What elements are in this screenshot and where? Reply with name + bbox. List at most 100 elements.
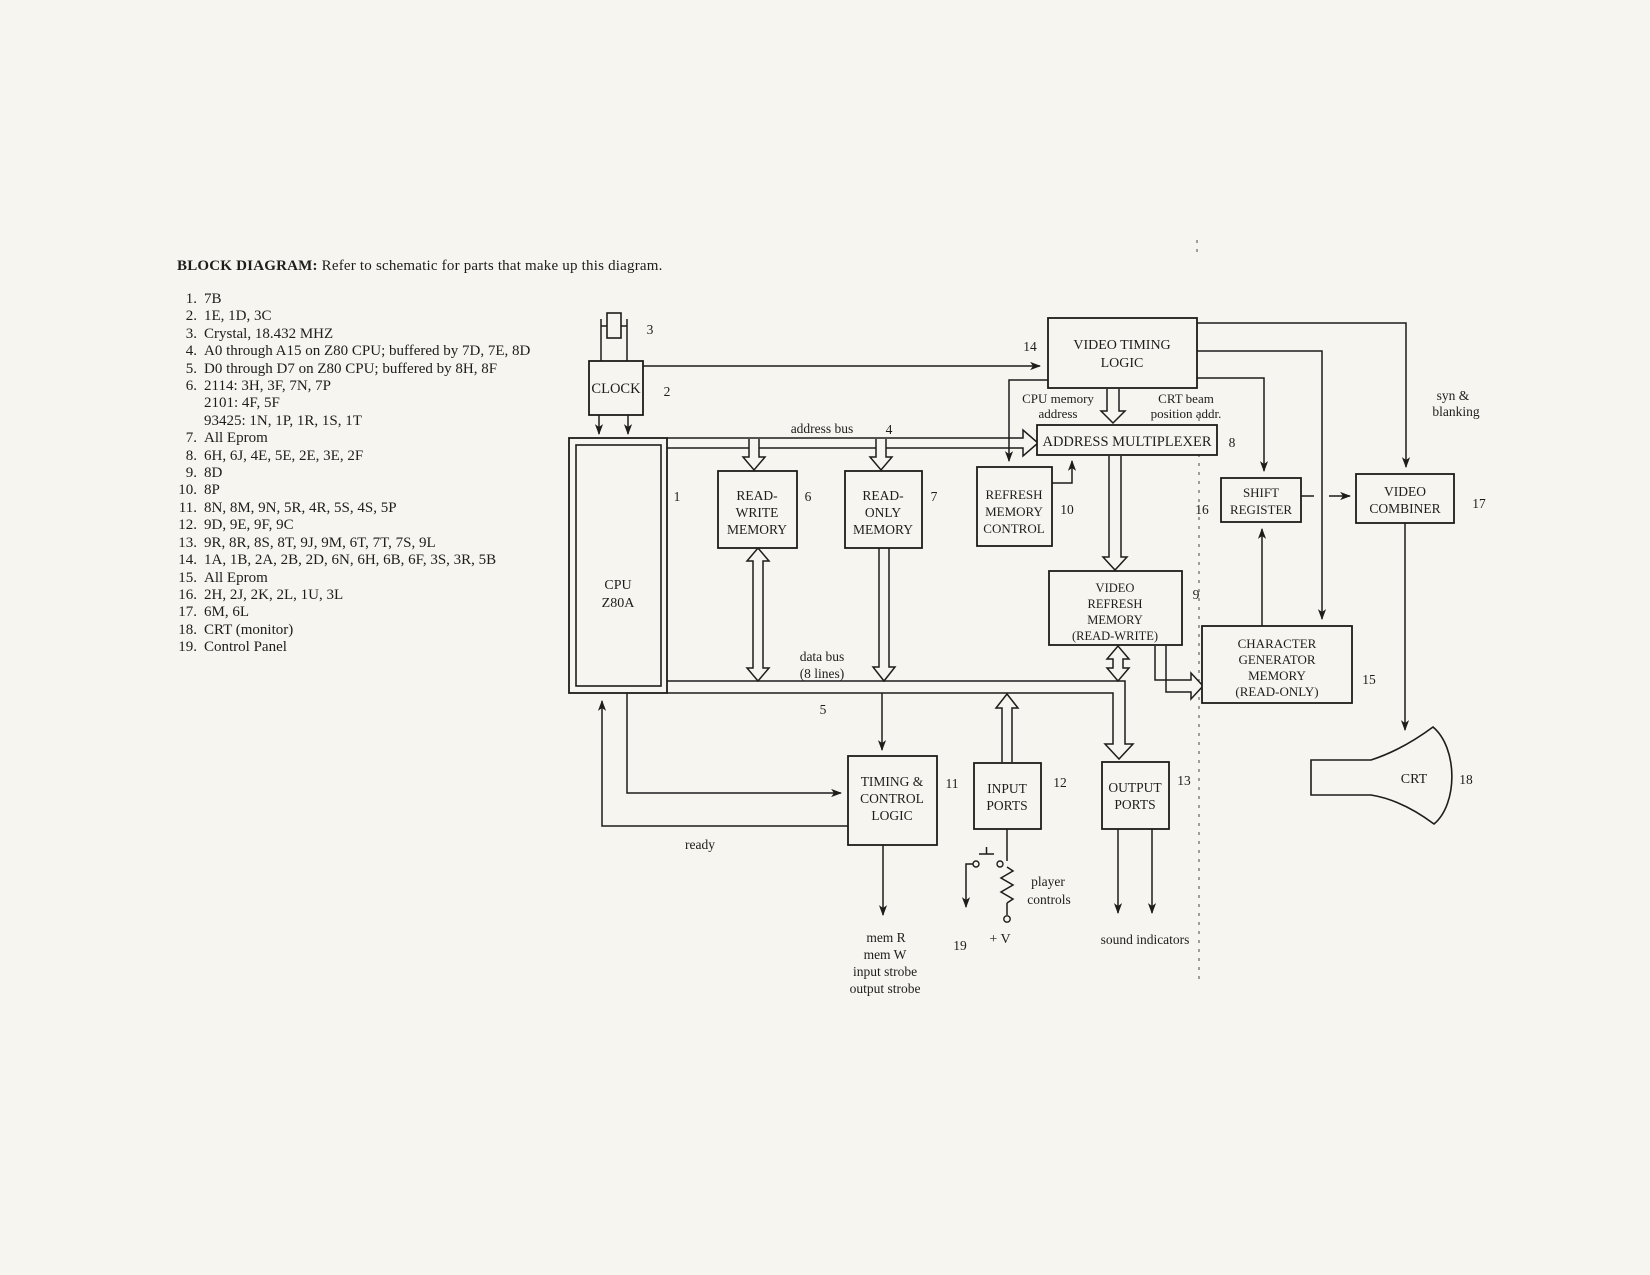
address-bus-to-read-write-memory-arrow	[741, 439, 767, 472]
voltage-terminal	[1003, 915, 1011, 923]
list-item: 6.2114: 3H, 3F, 7N, 7P	[185, 378, 332, 395]
video-timing-to-address-multiplexer-arrow	[1099, 389, 1127, 425]
list-item: 2.1E, 1D, 3C	[185, 308, 272, 325]
parts-list: 1.7B 2.1E, 1D, 3C 3.Crystal, 18.432 MHZ …	[160, 291, 530, 657]
cpu-block: CPU Z80A 1	[568, 437, 680, 694]
input-strobe-label: input strobe	[853, 964, 917, 979]
svg-text:CONTROL: CONTROL	[983, 521, 1044, 536]
address-bus-ref: 4	[886, 422, 893, 437]
character-generator-memory-block: CHARACTER GENERATOR MEMORY (READ-ONLY) 1…	[1201, 625, 1376, 704]
read-only-memory-to-data-bus-arrow	[871, 548, 897, 683]
switch-contact-left	[972, 860, 980, 868]
address-multiplexer-block: ADDRESS MULTIPLEXER 8	[1036, 424, 1236, 456]
crystal-block: 3	[600, 312, 654, 361]
list-item: 3.Crystal, 18.432 MHZ	[185, 325, 334, 342]
svg-text:GENERATOR: GENERATOR	[1238, 652, 1315, 667]
read-only-memory-box	[844, 470, 923, 549]
svg-text:7: 7	[931, 489, 938, 504]
svg-text:12: 12	[1053, 775, 1067, 790]
clock-block: CLOCK 2	[588, 360, 671, 416]
crystal-leads	[600, 319, 628, 361]
read-write-memory-block: READ- WRITE MEMORY 6	[717, 470, 812, 549]
data-bus-ref: 5	[820, 702, 827, 717]
data-bus-and-output-ports-arrow	[667, 680, 1135, 761]
list-item: 13.9R, 8R, 8S, 8T, 9J, 9M, 6T, 7T, 7S, 9…	[178, 534, 436, 551]
svg-text:2: 2	[664, 384, 671, 399]
list-item: 16.2H, 2J, 2K, 2L, 1U, 3L	[178, 586, 344, 603]
shift-register-box	[1220, 477, 1302, 523]
svg-text:9: 9	[1193, 587, 1200, 602]
list-item: 1.7B	[185, 291, 222, 307]
video-refresh-memory-block: VIDEO REFRESH MEMORY (READ-WRITE) 9	[1048, 570, 1200, 646]
svg-text:INPUT: INPUT	[987, 781, 1028, 796]
cpu-outer-box	[568, 437, 668, 694]
address-bus-to-read-only-memory-arrow	[868, 439, 894, 472]
syn-blanking-label-2: blanking	[1432, 404, 1479, 419]
data-bus-label: data bus	[800, 649, 845, 664]
svg-text:WRITE: WRITE	[736, 505, 779, 520]
svg-text:(READ-WRITE): (READ-WRITE)	[1072, 629, 1158, 643]
svg-text:3: 3	[647, 322, 654, 337]
svg-text:ADDRESS MULTIPLEXER: ADDRESS MULTIPLEXER	[1042, 434, 1211, 450]
mem-w-label: mem W	[864, 947, 907, 962]
list-item: 2101: 4F, 5F	[204, 395, 280, 412]
svg-text:11: 11	[946, 776, 959, 791]
svg-text:(READ-ONLY): (READ-ONLY)	[1235, 684, 1318, 699]
list-item: 10.8P	[178, 482, 220, 499]
list-item: 9.8D	[185, 465, 223, 482]
svg-text:REGISTER: REGISTER	[1230, 502, 1292, 517]
ready-label: ready	[685, 837, 715, 852]
video-timing-to-shift-register-line	[1197, 377, 1269, 473]
svg-text:REFRESH: REFRESH	[985, 487, 1042, 502]
cpu-memory-address-label-2: address	[1039, 406, 1078, 421]
cpu-inner-box	[575, 444, 662, 687]
svg-text:VIDEO TIMING: VIDEO TIMING	[1073, 338, 1170, 353]
control-panel-lead-line	[961, 863, 973, 909]
timing-control-logic-block: TIMING & CONTROL LOGIC 11	[847, 755, 959, 846]
svg-text:MEMORY: MEMORY	[1248, 668, 1306, 683]
video-combiner-block: VIDEO COMBINER 17	[1355, 473, 1486, 524]
crt-block: CRT 18	[1310, 725, 1473, 826]
video-refresh-memory-to-character-generator-arrow	[1154, 646, 1205, 701]
svg-text:MEMORY: MEMORY	[853, 522, 913, 537]
video-timing-logic-box	[1047, 317, 1198, 389]
svg-text:Z80A: Z80A	[602, 596, 636, 611]
svg-text:CRT: CRT	[1401, 772, 1428, 787]
switch-contact-right	[996, 860, 1004, 868]
ready-line	[597, 699, 848, 827]
svg-text:MEMORY: MEMORY	[985, 504, 1043, 519]
player-controls-label-1: player	[1031, 874, 1065, 889]
clock-box	[588, 360, 644, 416]
read-write-memory-data-bus-arrow	[745, 546, 771, 683]
output-strobe-label: output strobe	[850, 981, 921, 996]
switch-actuator	[979, 847, 994, 855]
svg-text:TIMING &: TIMING &	[861, 774, 924, 789]
list-item: 8.6H, 6J, 4E, 5E, 2E, 3E, 2F	[185, 447, 364, 464]
svg-text:MEMORY: MEMORY	[727, 522, 787, 537]
svg-text:REFRESH: REFRESH	[1088, 597, 1143, 611]
page-title-prefix: BLOCK DIAGRAM:	[177, 258, 318, 274]
svg-text:CHARACTER: CHARACTER	[1238, 636, 1317, 651]
svg-text:VIDEO: VIDEO	[1384, 484, 1426, 499]
cpu-to-timing-control-line	[626, 693, 843, 798]
svg-text:ONLY: ONLY	[865, 505, 901, 520]
list-item: 4.A0 through A15 on Z80 CPU; buffered by…	[185, 343, 531, 360]
control-panel-ref: 19	[953, 938, 967, 953]
mem-r-label: mem R	[866, 930, 905, 945]
svg-text:17: 17	[1472, 496, 1486, 511]
svg-text:LOGIC: LOGIC	[871, 808, 912, 823]
plus-v-label: + V	[989, 932, 1010, 947]
svg-text:VIDEO: VIDEO	[1096, 581, 1135, 595]
page-title-rest: Refer to schematic for parts that make u…	[317, 258, 663, 274]
refresh-memory-control-box	[976, 466, 1053, 547]
video-timing-to-video-combiner-line	[1197, 322, 1411, 469]
refresh-memory-control-to-address-multiplexer-line	[1052, 459, 1077, 484]
list-item: 7.All Eprom	[185, 430, 268, 447]
syn-blanking-label-1: syn &	[1437, 388, 1470, 403]
svg-text:13: 13	[1177, 773, 1191, 788]
svg-text:CLOCK: CLOCK	[591, 381, 641, 397]
video-timing-to-refresh-memory-control-line	[1004, 379, 1048, 463]
input-ports-box	[973, 762, 1042, 830]
svg-text:MEMORY: MEMORY	[1087, 613, 1143, 627]
